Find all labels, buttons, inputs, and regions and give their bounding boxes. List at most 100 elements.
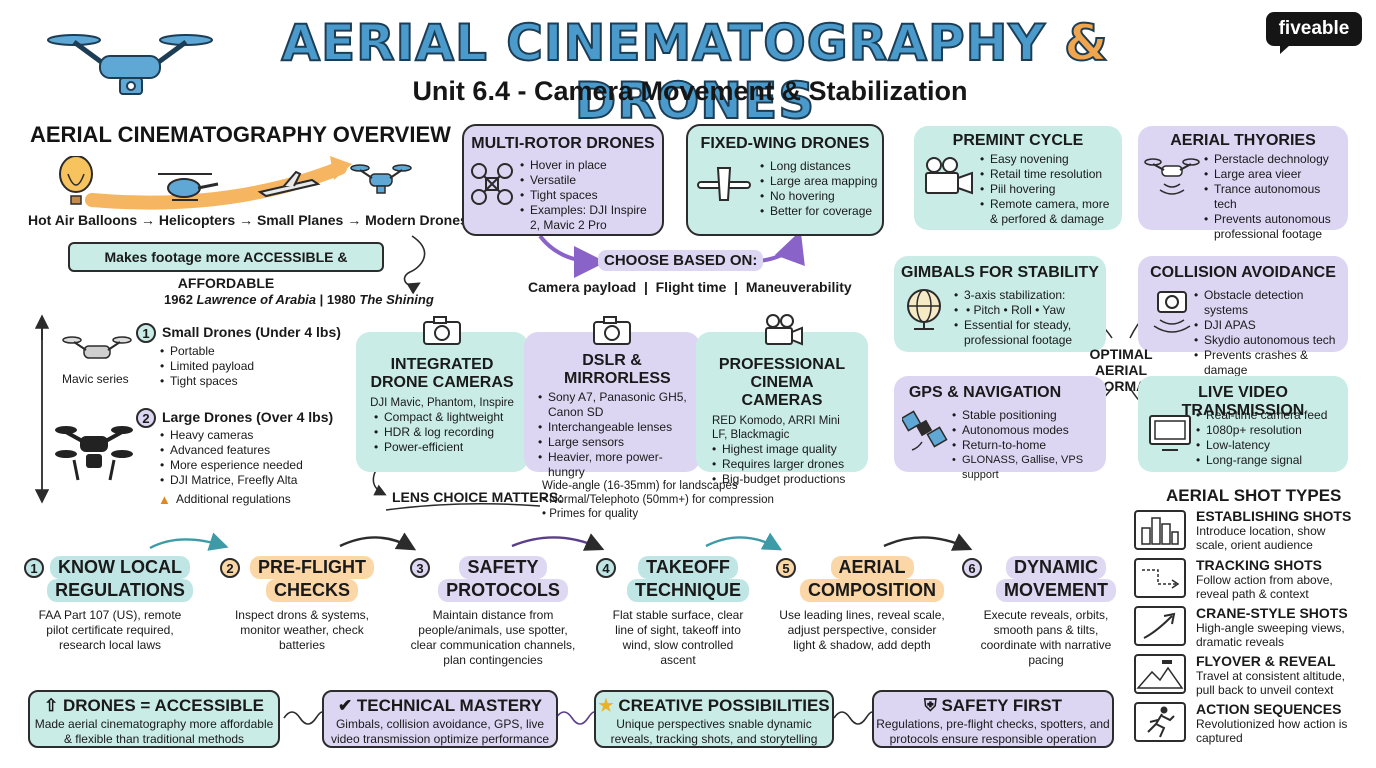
- tracking-path-icon: [1134, 558, 1186, 598]
- step-title-line2: MOVEMENT: [995, 579, 1116, 602]
- running-person-icon: [1134, 702, 1186, 742]
- integrated-camera-title: INTEGRATED DRONE CAMERAS: [370, 356, 514, 391]
- step-title-line2: PROTOCOLS: [438, 579, 568, 602]
- shot-types-title: AERIAL SHOT TYPES: [1166, 486, 1342, 505]
- step-description: Execute reveals, orbits, smooth pans & t…: [980, 608, 1112, 667]
- summary-accessible: ⇧ DRONES = ACCESSIBLE Made aerial cinema…: [28, 690, 280, 748]
- signal-drone-icon: [1144, 156, 1200, 203]
- live-video-list: Real-time camera feed 1080p+ resolution …: [1196, 408, 1344, 468]
- step-1: 1 KNOW LOCAL REGULATIONS FAA Part 107 (U…: [20, 556, 200, 653]
- step-number: 5: [776, 558, 796, 578]
- quadcopter-icon: [470, 162, 514, 211]
- step-description: Use leading lines, reveal scale, adjust …: [779, 608, 945, 652]
- overview-title: AERIAL CINEMATOGRAPHY OVERVIEW: [30, 122, 451, 147]
- step-description: Flat stable surface, clear line of sight…: [612, 608, 744, 667]
- page-subtitle: Unit 6.4 - Camera Movement & Stabilizati…: [412, 76, 968, 106]
- modern-drone-icon: [350, 160, 412, 205]
- small-drones-title: Small Drones (Under 4 lbs): [162, 324, 341, 340]
- multirotor-card: MULTI-ROTOR DRONES Hover in place Versat…: [462, 124, 664, 236]
- city-skyline-icon: [1134, 510, 1186, 550]
- cinema-camera-list: Highest image quality Requires larger dr…: [712, 442, 868, 487]
- step-title-line1: DYNAMIC: [1006, 556, 1106, 579]
- step-title-line1: TAKEOFF: [638, 556, 738, 579]
- step-title-line2: CHECKS: [265, 579, 358, 602]
- multirotor-list: Hover in place Versatile Tight spaces Ex…: [520, 158, 660, 233]
- step-number: 3: [410, 558, 430, 578]
- overview-timeline: Hot Air Balloons → Helicopters → Small P…: [28, 212, 468, 228]
- crane-arrow-icon: [1134, 606, 1186, 646]
- checkmark-icon: ✔: [337, 696, 353, 715]
- shot-type-crane: CRANE-STYLE SHOTS High-angle sweeping vi…: [1196, 605, 1348, 649]
- premint-cycle-list: Easy novening Retail time resolution Pii…: [980, 152, 1120, 227]
- fixedwing-title: FIXED-WING DRONES: [700, 135, 870, 152]
- collision-avoidance-card: COLLISION AVOIDANCE Obstacle detection s…: [1138, 256, 1348, 377]
- step-3: 3 SAFETY PROTOCOLS Maintain distance fro…: [400, 556, 586, 668]
- gps-navigation-list: Stable positioning Autonomous modes Retu…: [952, 408, 1104, 483]
- step-title-line2: TECHNIQUE: [626, 579, 749, 602]
- step-title-line2: COMPOSITION: [799, 579, 944, 602]
- satellite-icon: [900, 406, 948, 457]
- large-drones-list: Heavy cameras Advanced features More esp…: [160, 428, 303, 488]
- live-video-card: LIVE VIDEO TRANSMISSION Real-time camera…: [1138, 376, 1348, 472]
- brand-logo[interactable]: fiveable: [1266, 12, 1362, 54]
- gimbals-card: GIMBALS FOR STABILITY 3-axis stabilizati…: [894, 256, 1106, 352]
- mavic-drone-icon: [62, 332, 132, 373]
- accessibility-callout: Makes footage more ACCESSIBLE & AFFORDAB…: [68, 242, 384, 291]
- small-drones-number: 1: [136, 323, 156, 343]
- step-number: 1: [24, 558, 44, 578]
- aerial-theories-list: Perstacle dechnology Large area vieer Tr…: [1204, 152, 1346, 242]
- step-number: 2: [220, 558, 240, 578]
- step-title-line1: AERIAL: [830, 556, 914, 579]
- lens-choice-label: LENS CHOICE MATTERS:: [392, 489, 563, 505]
- multirotor-title: MULTI-ROTOR DRONES: [471, 135, 655, 152]
- step-6: 6 DYNAMIC MOVEMENT Execute reveals, orbi…: [956, 556, 1136, 668]
- step-title-line2: REGULATIONS: [47, 579, 193, 602]
- step-description: FAA Part 107 (US), remote pilot certific…: [38, 608, 182, 652]
- step-title-line1: KNOW LOCAL: [50, 556, 190, 579]
- large-drones-number: 2: [136, 408, 156, 428]
- premint-cycle-card: PREMINT CYCLE Easy novening Retail time …: [914, 126, 1122, 230]
- choose-criteria: Camera payload | Flight time | Maneuvera…: [528, 279, 852, 295]
- shot-type-flyover: FLYOVER & REVEAL Travel at consistent al…: [1196, 653, 1345, 697]
- shot-type-establishing: ESTABLISHING SHOTS Introduce location, s…: [1196, 508, 1352, 552]
- additional-regulations: Additional regulations: [176, 492, 291, 506]
- warning-icon: ▲: [158, 492, 171, 507]
- step-2: 2 PRE-FLIGHT CHECKS Inspect drons & syst…: [212, 556, 392, 653]
- step-number: 4: [596, 558, 616, 578]
- step-description: Maintain distance from people/animals, u…: [410, 608, 576, 667]
- hot-air-balloon-icon: [56, 155, 96, 211]
- choose-based-on-label: CHOOSE BASED ON:: [598, 250, 764, 271]
- dslr-camera-list: Sony A7, Panasonic GH5, Canon SD Interch…: [538, 390, 692, 480]
- integrated-camera-card: INTEGRATED DRONE CAMERAS DJI Mavic, Phan…: [356, 316, 528, 472]
- small-drones-list: Portable Limited payload Tight spaces: [160, 344, 254, 389]
- drone-logo-icon: [44, 16, 216, 106]
- step-5: 5 AERIAL COMPOSITION Use leading lines, …: [770, 556, 954, 653]
- collision-avoidance-title: COLLISION AVOIDANCE: [1150, 264, 1336, 281]
- flyover-mountain-icon: [1134, 654, 1186, 694]
- fixedwing-list: Long distances Large area mapping No hov…: [760, 159, 884, 219]
- gps-navigation-title: GPS & NAVIGATION: [908, 384, 1062, 401]
- monitor-icon: [1148, 414, 1192, 459]
- integrated-camera-list: Compact & lightweight HDR & log recordin…: [374, 410, 528, 455]
- aerial-theories-card: AERIAL THYORIES Perstacle dechnology Lar…: [1138, 126, 1348, 241]
- shot-type-action: ACTION SEQUENCES Revolutionized how acti…: [1196, 701, 1348, 745]
- gimbals-list: 3-axis stabilization: • Pitch • Roll • Y…: [954, 288, 1102, 348]
- large-drones-title: Large Drones (Over 4 lbs): [162, 409, 334, 425]
- mavic-series-label: Mavic series: [62, 372, 129, 386]
- cinema-camera-title: PROFESSIONAL CINEMA CAMERAS: [718, 356, 846, 409]
- cinema-camera-card: PROFESSIONAL CINEMA CAMERAS RED Komodo, …: [696, 314, 868, 487]
- summary-safety: ⛨ SAFETY FIRST Regulations, pre-flight c…: [872, 690, 1114, 748]
- step-title-line1: PRE-FLIGHT: [250, 556, 374, 579]
- page-title: AERIAL CINEMATOGRAPHY & DRONES: [280, 13, 1109, 131]
- step-number: 6: [962, 558, 982, 578]
- integrated-camera-subtitle: DJI Mavic, Phantom, Inspire: [370, 397, 514, 409]
- cinema-camera-icon: [762, 314, 804, 351]
- dslr-camera-card: DSLR & MIRRORLESS Sony A7, Panasonic GH5…: [524, 316, 700, 479]
- gimbals-title: GIMBALS FOR STABILITY: [901, 264, 1099, 281]
- collision-avoidance-list: Obstacle detection systems DJI APAS Skyd…: [1194, 288, 1346, 378]
- step-description: Inspect drons & systems, monitor weather…: [234, 608, 370, 652]
- star-icon: ★: [598, 696, 614, 715]
- step-title-line1: SAFETY: [459, 556, 547, 579]
- dslr-camera-title: DSLR & MIRRORLESS: [564, 352, 671, 387]
- lens-choice-list: Wide-angle (16-35mm) for landscapes • No…: [542, 480, 774, 520]
